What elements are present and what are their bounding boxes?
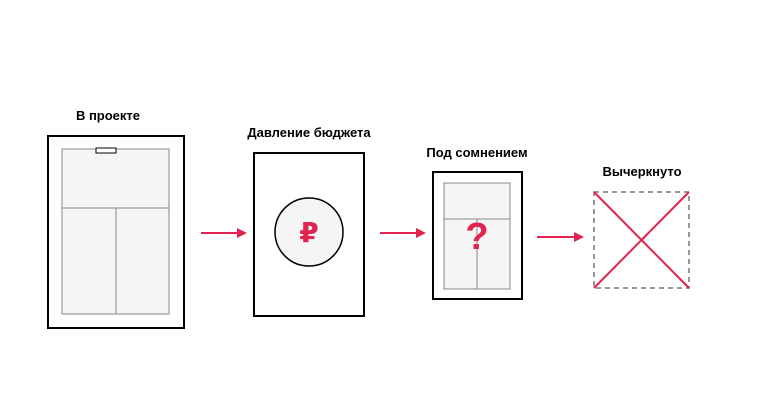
question-mark-icon: ? [465,216,488,258]
stage-3-document-icon [432,171,523,300]
stage-1-label: В проекте [75,108,141,123]
ruble-icon: ₽ [299,216,318,249]
stage-2-label: Давление бюджета [247,125,371,140]
stage-4-label: Вычеркнуто [602,164,682,179]
stage-3-label: Под сомнением [426,145,528,160]
stage-2-document-icon [253,152,365,317]
stage-4-crossed-out-icon [593,191,690,289]
arrow-2 [380,228,426,238]
arrow-1 [201,228,247,238]
stage-1-document-icon [47,135,185,329]
arrow-3 [537,232,584,242]
